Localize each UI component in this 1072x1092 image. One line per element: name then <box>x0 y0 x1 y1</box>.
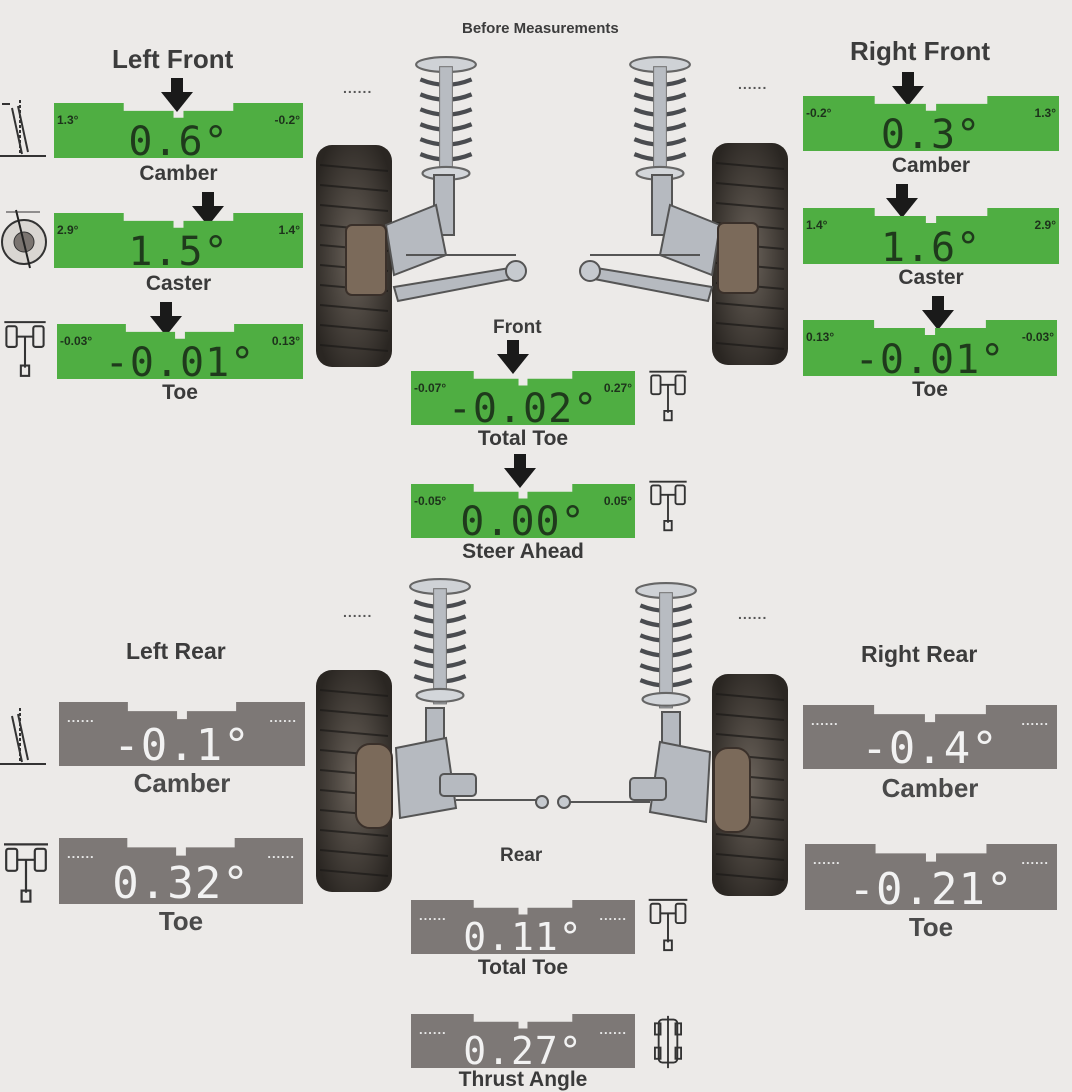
rear-total-toe-value: 0.11° <box>463 915 583 959</box>
camber-diagram-icon <box>0 708 46 765</box>
left-rear-title: Left Rear <box>126 638 226 664</box>
left-front-toe-label: Toe <box>162 381 198 404</box>
left-front-caster-min: 2.9° <box>57 223 79 237</box>
right-rear-camber-dots-left: ...... <box>811 713 839 728</box>
total-toe-diagram-icon <box>640 896 696 954</box>
steer-ahead-diagram-icon <box>640 478 696 534</box>
left-rear-camber-gauge: ...... ...... -0.1° <box>59 702 305 771</box>
right-rear-toe-gauge: ...... ...... -0.21° <box>805 844 1057 915</box>
left-front-toe-max: 0.13° <box>271 334 300 348</box>
steer-ahead-value: 0.00° <box>460 499 586 545</box>
thrust-angle-dots-left: ...... <box>419 1022 447 1037</box>
right-rear-toe-dots-right: ...... <box>1021 852 1049 867</box>
right-rear-toe-value: -0.21° <box>848 864 1014 915</box>
caster-diagram-icon <box>1 209 47 269</box>
total-toe-diagram-icon <box>640 368 696 424</box>
front-left-dots: ...... <box>343 80 373 96</box>
left-front-toe-gauge: -0.03° 0.13° -0.01° <box>57 324 303 383</box>
right-rear-toe-dots-left: ...... <box>813 852 841 867</box>
left-front-caster-gauge: 2.9° 1.4° 1.5° <box>54 213 303 272</box>
toe-diagram-icon <box>0 840 52 906</box>
front-total-toe-label: Total Toe <box>477 427 569 450</box>
left-rear-camber-value: -0.1° <box>113 720 251 771</box>
thrust-angle-dots-right: ...... <box>599 1022 627 1037</box>
thrust-angle-label: Thrust Angle <box>458 1068 588 1091</box>
right-front-camber-min: -0.2° <box>806 106 832 120</box>
camber-diagram-icon <box>0 100 46 157</box>
left-rear-toe-value: 0.32° <box>112 858 250 909</box>
left-front-title: Left Front <box>112 44 234 74</box>
front-total-toe-max: 0.27° <box>603 381 632 395</box>
right-rear-camber-dots-right: ...... <box>1021 713 1049 728</box>
front-suspension-icon <box>316 55 788 367</box>
rear-right-dots: ...... <box>738 606 768 622</box>
thrust-angle-value: 0.27° <box>463 1029 583 1073</box>
right-front-toe-gauge: 0.13° -0.03° -0.01° <box>803 320 1057 380</box>
right-front-camber-max: 1.3° <box>1034 106 1056 120</box>
down-arrow-icon <box>504 454 536 488</box>
right-front-camber-gauge: -0.2° 1.3° 0.3° <box>803 96 1059 155</box>
right-rear-camber-gauge: ...... ...... -0.4° <box>803 705 1057 774</box>
left-front-camber-label: Camber <box>139 162 218 185</box>
rear-total-toe-dots-left: ...... <box>419 908 447 923</box>
right-front-caster-label: Caster <box>898 266 964 289</box>
left-front-toe-value: -0.01° <box>104 340 256 386</box>
rear-left-dots: ...... <box>343 604 373 620</box>
right-front-camber-value: 0.3° <box>880 112 982 158</box>
steer-ahead-min: -0.05° <box>414 494 447 508</box>
left-rear-camber-dots-left: ...... <box>67 710 95 725</box>
right-front-toe-min: 0.13° <box>806 330 835 344</box>
right-rear-toe-label: Toe <box>908 912 954 942</box>
left-front-caster-label: Caster <box>145 272 212 295</box>
right-rear-title: Right Rear <box>861 641 978 667</box>
thrust-angle-diagram-icon <box>654 1015 683 1069</box>
front-right-dots: ...... <box>738 76 768 92</box>
left-rear-camber-dots-right: ...... <box>269 710 297 725</box>
right-front-caster-max: 2.9° <box>1034 218 1056 232</box>
steer-ahead-gauge: -0.05° 0.05° 0.00° <box>411 484 635 542</box>
right-front-toe-value: -0.01° <box>854 337 1006 383</box>
right-front-caster-min: 1.4° <box>806 218 828 232</box>
thrust-angle-gauge: ...... ...... 0.27° <box>411 1014 635 1073</box>
rear-total-toe-label: Total Toe <box>477 956 569 979</box>
right-front-toe-max: -0.03° <box>1021 330 1054 344</box>
front-total-toe-value: -0.02° <box>447 386 599 432</box>
steer-ahead-max: 0.05° <box>603 494 632 508</box>
left-rear-toe-dots-right: ...... <box>267 846 295 861</box>
right-front-caster-gauge: 1.4° 2.9° 1.6° <box>803 208 1059 268</box>
right-rear-camber-value: -0.4° <box>861 723 999 774</box>
front-total-toe-min: -0.07° <box>414 381 447 395</box>
left-front-caster-value: 1.5° <box>128 229 229 275</box>
right-front-caster-value: 1.6° <box>880 225 982 271</box>
rear-total-toe-gauge: ...... ...... 0.11° <box>411 900 635 959</box>
right-front-toe-label: Toe <box>912 378 948 401</box>
left-front-camber-max: -0.2° <box>274 113 300 127</box>
down-arrow-icon <box>497 340 529 374</box>
right-front-title: Right Front <box>850 36 991 66</box>
left-front-toe-min: -0.03° <box>60 334 93 348</box>
rear-total-toe-dots-right: ...... <box>599 908 627 923</box>
steer-ahead-label: Steer Ahead <box>462 540 584 563</box>
left-front-caster-max: 1.4° <box>278 223 300 237</box>
left-front-camber-value: 0.6° <box>128 119 229 165</box>
page-title: Before Measurements <box>462 20 619 37</box>
front-section-label: Front <box>493 317 542 338</box>
left-front-camber-min: 1.3° <box>57 113 79 127</box>
left-rear-toe-gauge: ...... ...... 0.32° <box>59 838 303 909</box>
rear-section-label: Rear <box>500 845 543 866</box>
rear-suspension-icon <box>316 568 788 898</box>
right-rear-camber-label: Camber <box>881 773 979 803</box>
left-front-camber-gauge: 1.3° -0.2° 0.6° <box>54 103 303 162</box>
front-total-toe-gauge: -0.07° 0.27° -0.02° <box>411 371 635 429</box>
right-front-camber-label: Camber <box>891 154 971 177</box>
left-rear-camber-label: Camber <box>133 768 231 798</box>
left-rear-toe-dots-left: ...... <box>67 846 95 861</box>
left-rear-toe-label: Toe <box>158 906 204 936</box>
toe-diagram-icon <box>0 318 50 380</box>
